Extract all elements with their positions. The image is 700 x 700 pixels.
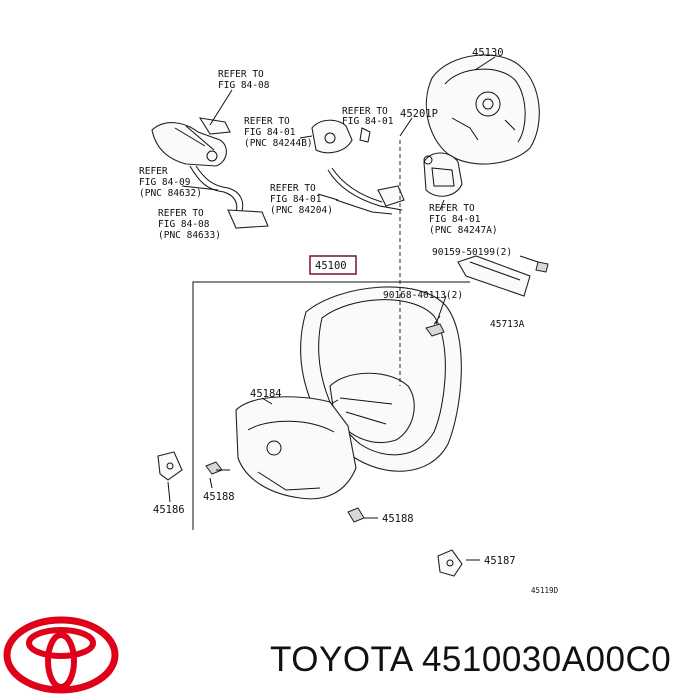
cover-45187-drawing [437,549,463,577]
ref-r4-line3: (PNC 84633) [158,230,221,241]
ref-r6-line2: FIG 84-01 [429,214,481,225]
part-45184-label: 45184 [250,388,282,400]
ref-r1-line2: FIG 84-08 [218,80,270,91]
toyota-logo-icon [3,616,119,694]
part-90159-label: 90159-50199(2) [432,247,512,258]
ref-r6-line1: REFER TO [429,203,475,214]
wire-harness-drawing [181,165,269,229]
ref-r2-line2: FIG 84-01 [244,127,296,138]
screw-45188-b-drawing [347,507,378,523]
switch-84204-drawing [317,167,405,215]
part-45187-label: 45187 [484,555,516,567]
ref-r1-line1: REFER TO [218,69,264,80]
airbag-45130-drawing [425,54,540,165]
ref-r4-line1: REFER TO [158,208,204,219]
part-45100-label: 45100 [315,260,347,272]
ref-r4-line2: FIG 84-08 [158,219,210,230]
part-90168-label: 90168-40113(2) [383,290,463,301]
part-45201p-label: 45201P [400,108,438,120]
ref-r3-line1: REFER [139,166,168,177]
ref-r3-line3: (PNC 84632) [139,188,202,199]
ref-r3-line2: FIG 84-09 [139,177,191,188]
part-45130-label: 45130 [472,47,504,59]
lower-cover-45184-drawing [235,396,357,500]
brand-part-number: TOYOTA 4510030A00C0 [270,640,672,679]
assembly-frame-45100 [192,255,470,530]
ref-fig-top: FIG 84-01 [342,116,394,127]
bolt-90168-drawing [425,323,445,337]
ref-r2-line3: (PNC 84244B) [244,138,313,149]
part-45188-a-label: 45188 [203,491,235,503]
ref-r5-line2: FIG 84-01 [270,194,322,205]
ref-r6-line3: (PNC 84247A) [429,225,498,236]
switch-84247a-drawing [423,152,463,211]
ref-r2-line1: REFER TO [342,106,388,117]
switch-84244b-drawing [299,119,371,154]
ref-r5-line1: REFER TO [270,183,316,194]
combination-switch-drawing [151,117,231,167]
cover-45186-drawing [157,451,183,481]
part-45188-b-label: 45188 [382,513,414,525]
ref-r5-line3: (PNC 84204) [270,205,333,216]
screw-45188-a-drawing [205,461,230,475]
bracket-45713a-drawing [457,255,549,297]
part-45186-label: 45186 [153,504,185,516]
ref-r2-line1b: REFER TO [244,116,290,127]
part-45713a-label: 45713A [490,319,525,330]
diagram-code-label: 45119D [531,586,559,595]
